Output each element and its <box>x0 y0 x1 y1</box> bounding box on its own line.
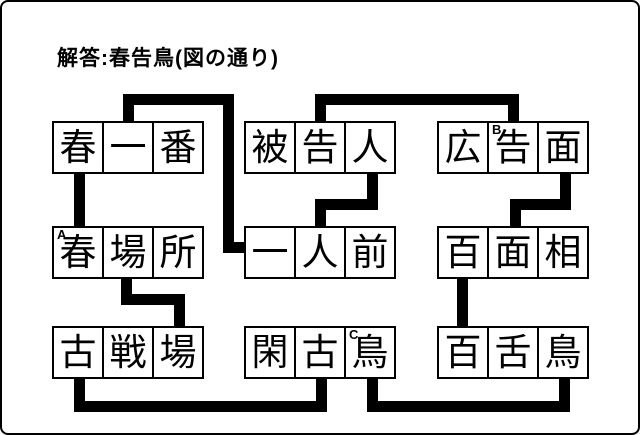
word-mozu: 百 舌 鳥 <box>437 326 589 379</box>
connector-line <box>223 242 246 253</box>
char-glyph: 鳥 <box>351 332 389 373</box>
char-cell: 一 <box>102 121 154 174</box>
connector-line <box>510 199 521 226</box>
char-glyph: 告 <box>301 127 339 168</box>
char-cell: 一 <box>244 226 296 279</box>
word-haru-ichiban: 春 一 番 <box>52 121 204 174</box>
char-glyph: 番 <box>159 127 197 168</box>
word-kanko-dori: 閑 古 C 鳥 <box>244 326 396 379</box>
connector-line <box>316 379 327 412</box>
connector-line <box>315 199 378 210</box>
char-glyph: 閑 <box>251 332 289 373</box>
connector-line <box>457 279 468 326</box>
char-glyph: 百 <box>444 332 482 373</box>
char-cell: 人 <box>294 226 346 279</box>
char-glyph: 百 <box>444 232 482 273</box>
connector-line <box>123 94 234 105</box>
char-glyph: 春 <box>59 127 97 168</box>
word-ko-senjou: 古 戦 場 <box>52 326 204 379</box>
char-cell: 面 <box>537 121 589 174</box>
char-glyph: 広 <box>444 127 482 168</box>
char-glyph: 場 <box>109 232 147 273</box>
char-glyph: 春 <box>59 232 97 273</box>
word-haru-basho: A 春 場 所 <box>52 226 204 279</box>
word-hikokunin: 被 告 人 <box>244 121 396 174</box>
connector-line <box>510 199 571 210</box>
connector-line <box>74 174 85 226</box>
char-glyph: 相 <box>544 232 582 273</box>
connector-line <box>367 401 570 412</box>
marker-label-b: B <box>492 122 502 137</box>
char-cell: 相 <box>537 226 589 279</box>
connector-line <box>508 94 519 121</box>
connector-line <box>174 294 185 326</box>
connector-line <box>315 94 519 105</box>
char-cell: 場 <box>102 226 154 279</box>
char-glyph: 人 <box>301 232 339 273</box>
char-glyph: 人 <box>351 127 389 168</box>
char-glyph: 面 <box>494 232 532 273</box>
word-hyaku-mensou: 百 面 相 <box>437 226 589 279</box>
connector-line <box>74 401 327 412</box>
char-glyph: 鳥 <box>544 332 582 373</box>
char-glyph: 古 <box>59 332 97 373</box>
char-cell: 閑 <box>244 326 296 379</box>
char-cell: 戦 <box>102 326 154 379</box>
char-cell: A 春 <box>52 226 104 279</box>
connector-line <box>121 279 132 305</box>
connector-line <box>560 174 571 210</box>
char-glyph: 被 <box>251 127 289 168</box>
char-glyph: 前 <box>351 232 389 273</box>
char-cell: 古 <box>52 326 104 379</box>
char-cell: 人 <box>344 121 396 174</box>
char-cell: 前 <box>344 226 396 279</box>
char-cell: B 告 <box>487 121 539 174</box>
connector-line <box>223 94 234 253</box>
char-glyph: 場 <box>159 332 197 373</box>
marker-label-c: C <box>349 327 359 342</box>
char-cell: 被 <box>244 121 296 174</box>
connector-line <box>367 379 378 412</box>
char-glyph: 戦 <box>109 332 147 373</box>
char-glyph: 所 <box>159 232 197 273</box>
char-cell: 舌 <box>487 326 539 379</box>
char-cell: 百 <box>437 226 489 279</box>
char-glyph: 告 <box>494 127 532 168</box>
word-ichinin-mae: 一 人 前 <box>244 226 396 279</box>
connector-line <box>121 294 185 305</box>
char-cell: 告 <box>294 121 346 174</box>
char-cell: 番 <box>152 121 204 174</box>
connector-line <box>74 379 85 412</box>
connector-line <box>315 94 326 121</box>
char-cell: 広 <box>437 121 489 174</box>
word-koukoku-men: 広 B 告 面 <box>437 121 589 174</box>
char-cell: 所 <box>152 226 204 279</box>
char-cell: 春 <box>52 121 104 174</box>
char-cell: 面 <box>487 226 539 279</box>
page-title: 解答:春告鳥(図の通り) <box>57 47 279 70</box>
char-glyph: 古 <box>301 332 339 373</box>
char-cell: 鳥 <box>537 326 589 379</box>
connector-line <box>315 199 326 226</box>
char-cell: 場 <box>152 326 204 379</box>
char-glyph: 一 <box>251 232 289 273</box>
connector-line <box>559 379 570 412</box>
char-glyph: 面 <box>544 127 582 168</box>
char-cell: C 鳥 <box>344 326 396 379</box>
connector-line <box>123 94 134 121</box>
char-cell: 百 <box>437 326 489 379</box>
marker-label-a: A <box>57 227 67 242</box>
char-glyph: 一 <box>109 127 147 168</box>
char-glyph: 舌 <box>494 332 532 373</box>
char-cell: 古 <box>294 326 346 379</box>
connector-line <box>367 174 378 210</box>
